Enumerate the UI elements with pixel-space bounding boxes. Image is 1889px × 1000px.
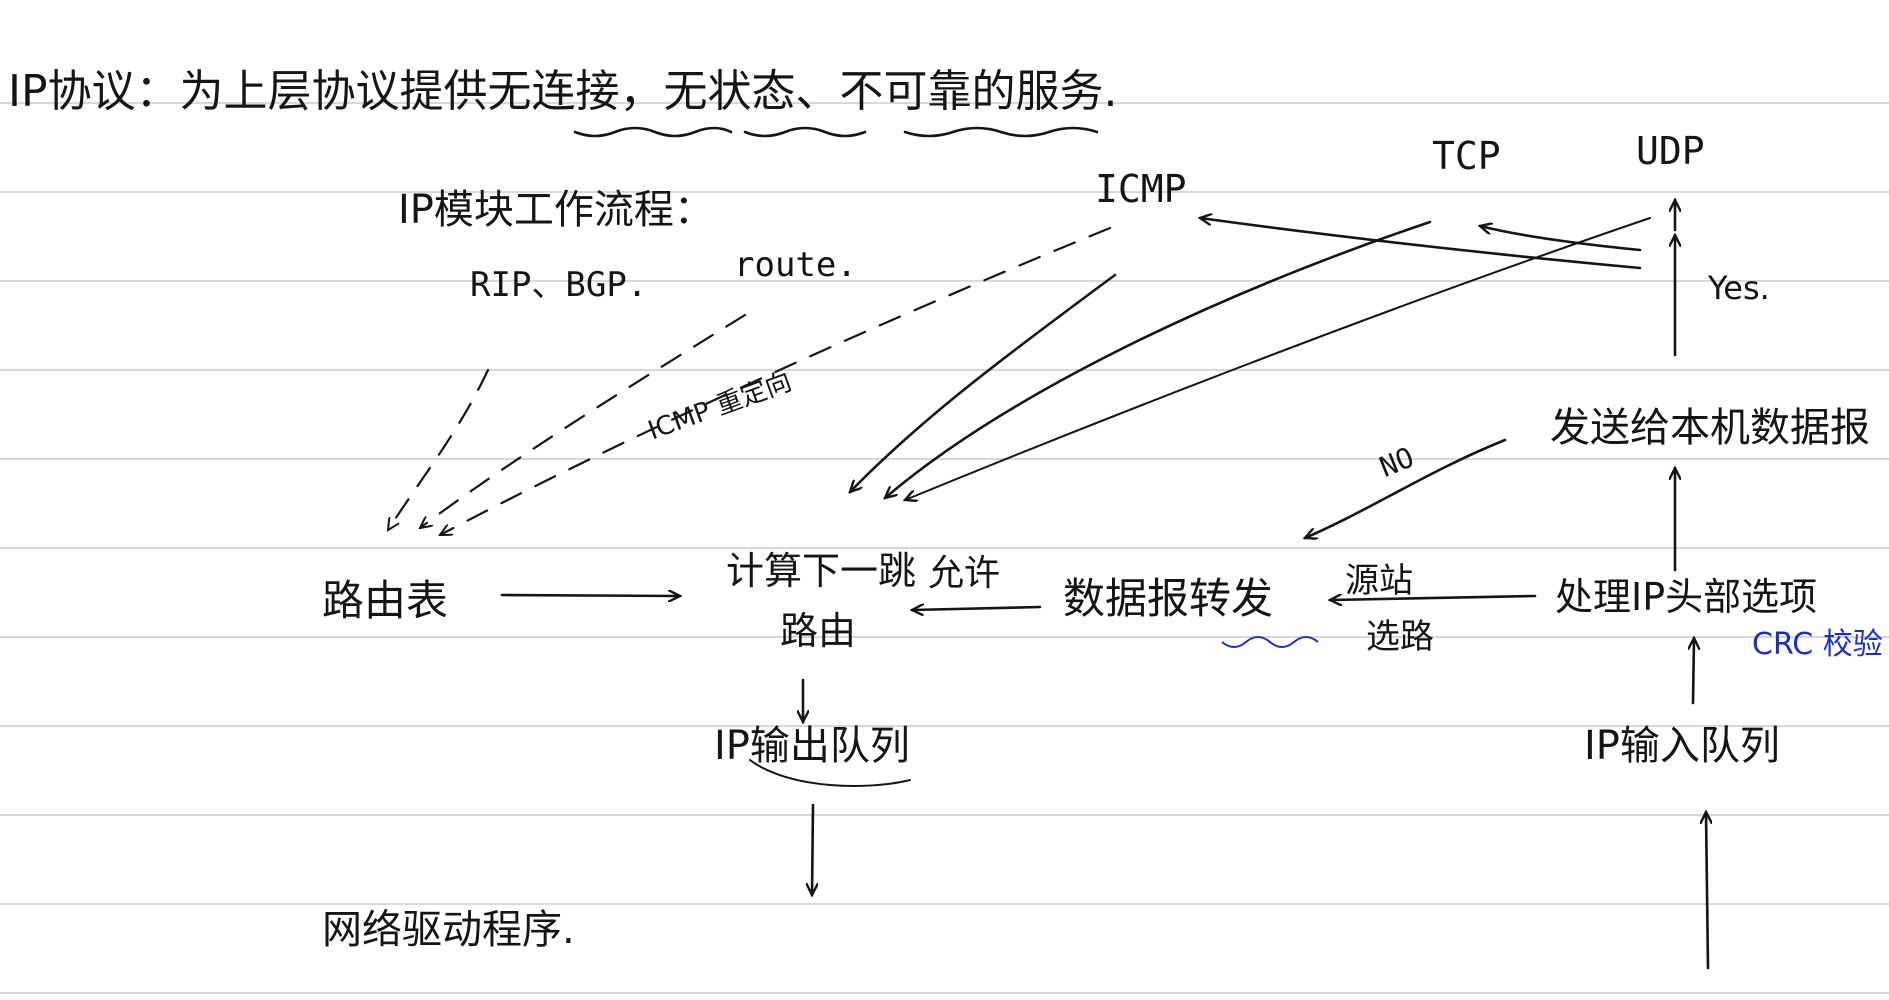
arrow-table-to-nexthop	[500, 595, 680, 596]
label-route: route.	[734, 245, 857, 285]
title-stateless: 无状态	[663, 66, 796, 117]
ruled-line	[0, 903, 1889, 905]
ruled-line	[0, 547, 1889, 549]
label-source-route-1: 源站	[1345, 561, 1413, 601]
ruled-line	[0, 191, 1889, 193]
dashed-route-to-table	[420, 313, 747, 528]
underline-unreliable	[903, 126, 1099, 138]
title-end: .	[1103, 66, 1118, 117]
arrow-no-to-forward	[1305, 438, 1507, 538]
ruled-line	[0, 636, 1889, 638]
node-input-queue: IP输入队列	[1584, 723, 1780, 769]
label-udp: UDP	[1636, 129, 1705, 173]
dashed-ripbgp-to-table	[388, 368, 490, 530]
arrow-driver-to-inqueue	[1706, 812, 1708, 970]
underline-stateless	[743, 126, 867, 138]
label-tcp: TCP	[1432, 134, 1501, 178]
arrow-tcp-to-nexthop	[885, 220, 1432, 498]
node-network-driver: 网络驱动程序.	[322, 907, 575, 953]
arrow-inqueue-to-header	[1693, 638, 1694, 705]
ruled-line	[0, 725, 1889, 727]
subtitle: IP模块工作流程：	[398, 187, 714, 233]
ruled-line	[0, 369, 1889, 371]
title-connectionless: 无连接	[487, 66, 620, 117]
label-rip-bgp: RIP、BGP.	[470, 265, 648, 305]
ruled-line	[0, 992, 1889, 994]
node-deliver-local: 发送给本机数据报	[1550, 405, 1870, 451]
arrow-header-to-forward	[1330, 596, 1537, 600]
node-forward: 数据报转发	[1063, 574, 1274, 623]
arrow-forward-to-nexthop	[912, 607, 1042, 610]
node-routing-table: 路由表	[322, 576, 449, 625]
node-output-queue: IP输出队列	[714, 723, 910, 769]
ruled-line	[0, 814, 1889, 816]
ruled-line	[0, 280, 1889, 282]
title-sep-2: 、	[795, 66, 840, 117]
label-crc-check: CRC 校验	[1752, 627, 1883, 662]
node-process-header: 处理IP头部选项	[1555, 575, 1818, 619]
blue-underline-forward	[1221, 636, 1319, 648]
ruled-line	[0, 102, 1889, 104]
node-next-hop-line1: 计算下一跳	[726, 549, 917, 593]
label-allow: 允许	[928, 553, 1001, 594]
ruled-line	[0, 458, 1889, 460]
arrow-yes-to-tcp	[1480, 226, 1642, 252]
arrow-yes-to-icmp	[1200, 218, 1642, 270]
title-prefix: IP协议：为上层协议提供	[8, 66, 488, 117]
arrow-outqueue-to-driver	[812, 803, 813, 895]
underline-connectionless	[573, 126, 733, 138]
label-source-route-2: 选路	[1366, 617, 1434, 657]
arrow-icmp-to-nexthop	[850, 273, 1117, 492]
label-yes: Yes.	[1708, 269, 1770, 307]
page-title: IP协议：为上层协议提供无连接，无状态、不可靠的服务.	[8, 70, 1118, 114]
title-sep-1: ，	[619, 66, 664, 117]
arrow-udp-to-nexthop	[905, 217, 1651, 500]
node-next-hop-line2: 路由	[780, 609, 857, 653]
outqueue-bracket	[749, 759, 911, 787]
dashed-icmp-to-table	[440, 226, 1112, 537]
title-unreliable: 不可靠的服务	[839, 66, 1104, 117]
label-icmp: ICMP	[1095, 167, 1187, 211]
